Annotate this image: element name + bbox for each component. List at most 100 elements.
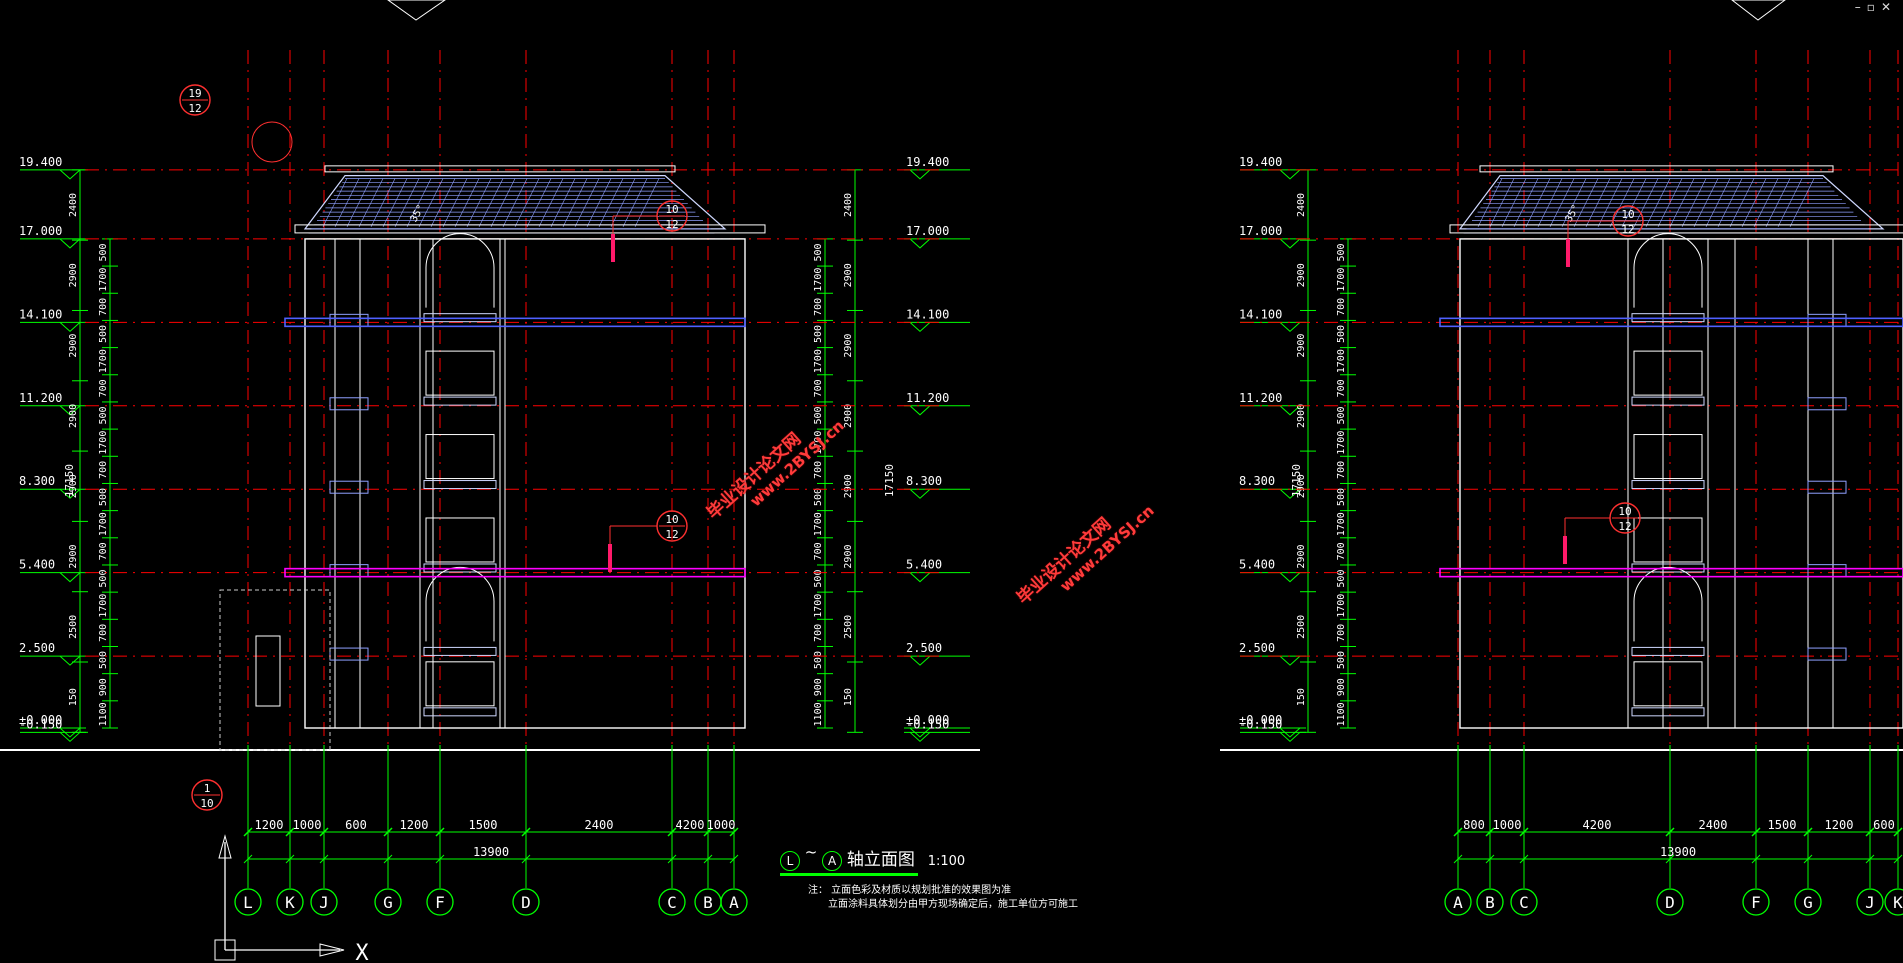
callout-top: 10	[1621, 208, 1634, 221]
callout-bottom: 12	[188, 102, 201, 115]
callout-circle	[191, 779, 223, 811]
level-mark: 8.300	[19, 474, 86, 499]
total-height-text: 17150	[883, 464, 896, 497]
vdim-inner-text: 500	[813, 488, 824, 506]
minimize-icon[interactable]: –	[1854, 0, 1867, 14]
roof: 35°	[1449, 165, 1903, 234]
roof-tile-seam	[1549, 178, 1575, 228]
small-window	[1807, 647, 1847, 661]
roof-tile-seam	[334, 178, 360, 228]
left-elevation: 19.40017.00014.10011.2008.3005.4002.500±…	[0, 0, 980, 963]
arched-window	[425, 233, 495, 308]
floor-band	[284, 317, 746, 328]
roof-tile-seam	[478, 178, 504, 228]
level-triangle	[1279, 169, 1301, 180]
roof-tile-seam	[490, 178, 516, 228]
window	[425, 350, 495, 396]
axis-label: J	[319, 893, 329, 912]
level-triangle	[1279, 727, 1301, 738]
vdim-outer-text: 2900	[68, 404, 79, 428]
vdim-outer-text: 150	[68, 688, 79, 706]
small-window	[329, 397, 369, 411]
roof-tile-seam	[1717, 178, 1743, 228]
vdim-outer-text: 2900	[68, 334, 79, 358]
level-label: 19.400	[906, 155, 949, 169]
window-controls[interactable]: –▫✕	[1855, 0, 1897, 14]
floor-band	[1439, 567, 1903, 578]
callout-bottom: 12	[665, 218, 678, 231]
vdim-inner-text: 1700	[813, 268, 824, 292]
vdim-inner-text: 700	[1336, 624, 1347, 642]
vdim-inner-text: 700	[98, 298, 109, 316]
total-dim-text: 13900	[1660, 845, 1696, 859]
vdim-inner-text: 1700	[98, 512, 109, 536]
level-mark: 17.000	[19, 224, 86, 249]
level-mark: 17.000	[1239, 224, 1306, 249]
level-mark: 2.500	[904, 641, 970, 666]
vdim-inner-text: 700	[1336, 379, 1347, 397]
dim-text: 1200	[255, 818, 284, 832]
level-label: -0.150	[1239, 717, 1282, 731]
vdim-inner-text: 500	[1336, 488, 1347, 506]
dim-text: 1200	[1825, 818, 1854, 832]
vdim-inner-text: 1100	[1336, 702, 1347, 726]
roof-tile-seam	[526, 178, 552, 228]
level-label: 2.500	[1239, 641, 1275, 655]
roof-tile-seam	[406, 178, 432, 228]
vdim-inner-text: 500	[98, 488, 109, 506]
dim-text: 600	[1873, 818, 1895, 832]
vdim-outer-text: 2900	[68, 263, 79, 287]
level-triangle	[909, 731, 931, 742]
level-label: ±0.000	[1239, 713, 1282, 727]
vdim-outer-text: 2500	[68, 615, 79, 639]
callout-bottom: 12	[1621, 223, 1634, 236]
roof-ridge	[1479, 165, 1834, 173]
dim-tick	[1751, 827, 1761, 837]
dim-text: 1000	[707, 818, 736, 832]
level-triangle	[909, 572, 931, 583]
entrance-porch	[219, 589, 331, 751]
roof-tile-seam	[1585, 178, 1611, 228]
vdim-inner-text: 500	[813, 406, 824, 424]
close-icon[interactable]: ✕	[1880, 0, 1897, 14]
small-window	[329, 647, 369, 661]
level-mark: 2.500	[19, 641, 86, 666]
axis-bubble	[1476, 888, 1504, 916]
level-label: 8.300	[19, 474, 55, 488]
dim-text: 1500	[469, 818, 498, 832]
axis-label: K	[1893, 893, 1903, 912]
title-scale: 1:100	[927, 854, 966, 869]
roof-tile-seam	[1777, 178, 1803, 228]
level-label: -0.150	[19, 717, 62, 731]
vdim-inner-text: 500	[1336, 406, 1347, 424]
dim-tick	[1519, 827, 1529, 837]
vdim-inner-text: 500	[1336, 243, 1347, 261]
restore-icon[interactable]: ▫	[1866, 0, 1881, 14]
level-mark: -0.150	[904, 717, 970, 742]
vdim-inner-text: 1700	[813, 512, 824, 536]
axis-label: D	[1665, 893, 1675, 912]
dim-text: 1000	[293, 818, 322, 832]
level-triangle	[59, 169, 81, 180]
vdim-outer-text: 2500	[1296, 615, 1307, 639]
dim-tick	[1865, 827, 1875, 837]
roof-tile-seam	[1729, 178, 1755, 228]
roof: 35°	[294, 165, 766, 234]
dim-tick	[435, 827, 445, 837]
vdim-inner-text: 1700	[98, 431, 109, 455]
vdim-inner-text: 1700	[1336, 594, 1347, 618]
axis-label: C	[1519, 893, 1529, 912]
roof-tile-seam	[1525, 178, 1551, 228]
total-height-text: 17150	[1290, 464, 1303, 497]
dim-tick	[1519, 854, 1529, 864]
dim-tick	[1665, 854, 1675, 864]
title-from-axis: L	[780, 851, 800, 871]
roof-tile-seam	[598, 178, 624, 228]
vdim-inner-text: 1700	[813, 594, 824, 618]
roof-tile-seam	[346, 178, 372, 228]
axis-bubble	[234, 888, 262, 916]
vdim-inner-text: 500	[98, 406, 109, 424]
